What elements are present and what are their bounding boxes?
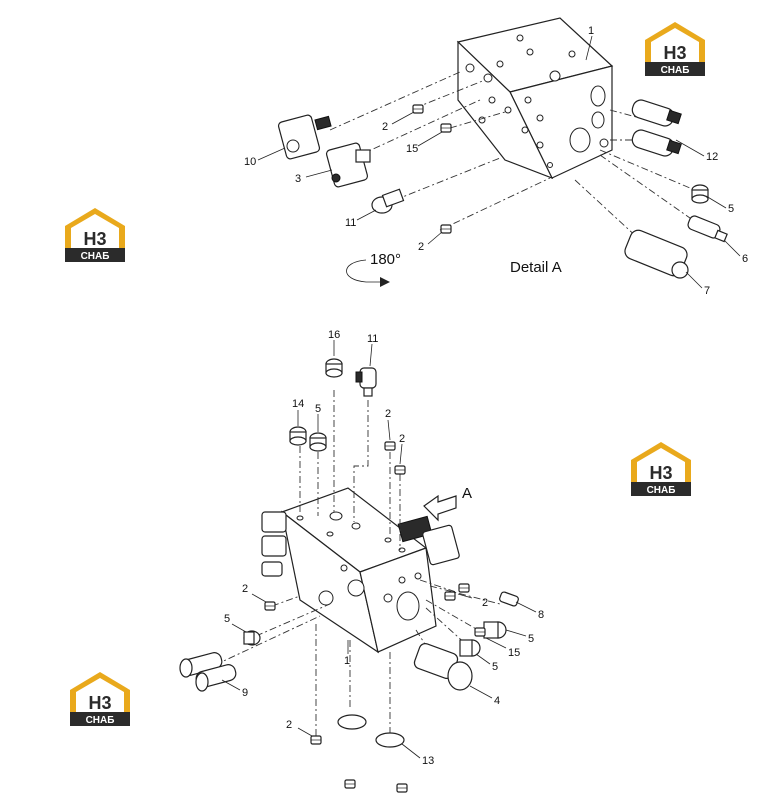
plug-14	[289, 426, 307, 446]
plug-16	[325, 358, 343, 378]
nut-2-right-a	[458, 583, 470, 593]
plug-5-left	[243, 630, 261, 646]
logo-caption: CHAБ	[661, 65, 690, 76]
arrow-a-label: A	[462, 485, 472, 502]
callout-5-upper: 5	[315, 403, 321, 415]
callout-8: 8	[538, 609, 544, 621]
callout-13: 13	[422, 755, 434, 767]
callouts-top: 1 2 10 3 15 11 2 12 5 6 7	[244, 25, 748, 297]
nut-2-upper-b	[394, 465, 406, 475]
nut-2-b	[440, 224, 452, 234]
callout-5-right-b: 5	[492, 661, 498, 673]
callout-2-right: 2	[482, 597, 488, 609]
callout-7-top: 7	[704, 285, 710, 297]
callout-2-top-b: 2	[418, 241, 424, 253]
nut-2-upper-a	[384, 441, 396, 451]
logo-letters: H3	[88, 693, 111, 713]
plug-5-right-b	[459, 639, 481, 657]
callout-1-top: 1	[588, 25, 594, 37]
callout-5-left: 5	[224, 613, 230, 625]
plug-5-top	[691, 184, 709, 204]
valve-block-top	[456, 17, 614, 180]
callout-6-top: 6	[742, 253, 748, 265]
solenoid-10	[277, 114, 332, 160]
logo-caption: CHAБ	[86, 715, 115, 726]
callout-2-left: 2	[242, 583, 248, 595]
plug-5-upper	[309, 432, 327, 452]
plug-15-bottom	[474, 627, 486, 637]
nut-2-right-b	[444, 591, 456, 601]
cartridges-12	[631, 99, 682, 157]
callout-5-top: 5	[728, 203, 734, 215]
main-assembly-drawing: A	[179, 329, 544, 793]
watermark-logo-left-lower: H3 CHAБ	[70, 672, 130, 726]
fitting-8	[499, 591, 519, 607]
rotation-label: 180°	[370, 251, 401, 268]
logo-letters: H3	[83, 229, 106, 249]
detail-a-drawing: 180° Detail A 1 2 10 3 15 11 2 12 5 6	[244, 17, 748, 297]
callout-3-top: 3	[295, 173, 301, 185]
callout-12-top: 12	[706, 151, 718, 163]
view-arrow-a: A	[423, 485, 472, 522]
watermark-logo-top-right: H3 CHAБ	[645, 22, 705, 76]
o-ring-13	[375, 732, 405, 748]
watermark-logo-right-middle: H3 CHAБ	[631, 442, 691, 496]
nut-2-left	[264, 601, 276, 611]
callout-1-bottom: 1	[344, 655, 350, 667]
logo-caption: CHAБ	[647, 485, 676, 496]
callout-2-top-a: 2	[382, 121, 388, 133]
rotation-arrow: 180°	[346, 251, 401, 287]
callout-11-top: 11	[345, 217, 356, 229]
logo-caption: CHAБ	[81, 251, 110, 262]
sensor-11-bottom	[355, 367, 377, 397]
nut-2-a	[412, 104, 424, 114]
valve-6	[687, 215, 728, 243]
watermark-logo-left-upper: H3 CHAБ	[65, 208, 125, 262]
callout-5-right-a: 5	[528, 633, 534, 645]
plug-5-right-a	[483, 621, 507, 639]
nut-bottom-right	[396, 783, 408, 793]
logo-letters: H3	[663, 43, 686, 63]
nut-bottom-left	[344, 779, 356, 789]
nut-2-bottom	[310, 735, 322, 745]
callout-14: 14	[292, 398, 304, 410]
relief-valve-7	[624, 229, 689, 279]
sensor-11	[371, 188, 405, 214]
solenoid-3	[325, 142, 371, 188]
cartridge-9	[179, 652, 237, 692]
plug-15-top	[440, 123, 452, 133]
callout-15-bottom: 15	[508, 647, 520, 659]
callout-2-upper-a: 2	[385, 408, 391, 420]
callout-15-top: 15	[406, 143, 418, 155]
callout-2-bottom: 2	[286, 719, 292, 731]
callout-10-top: 10	[244, 156, 256, 168]
callout-9: 9	[242, 687, 248, 699]
callout-4: 4	[494, 695, 500, 707]
logo-letters: H3	[649, 463, 672, 483]
detail-a-title: Detail A	[510, 259, 562, 276]
callout-16: 16	[328, 329, 340, 341]
relief-valve-4	[413, 643, 473, 691]
o-ring-upper	[337, 714, 367, 730]
valve-block-bottom	[280, 487, 437, 654]
callout-2-upper-b: 2	[399, 433, 405, 445]
callouts-bottom: 16 11 14 5 2 2 2 5 2 8 5 15 5 1	[221, 329, 544, 767]
callout-11-bottom: 11	[367, 333, 378, 345]
